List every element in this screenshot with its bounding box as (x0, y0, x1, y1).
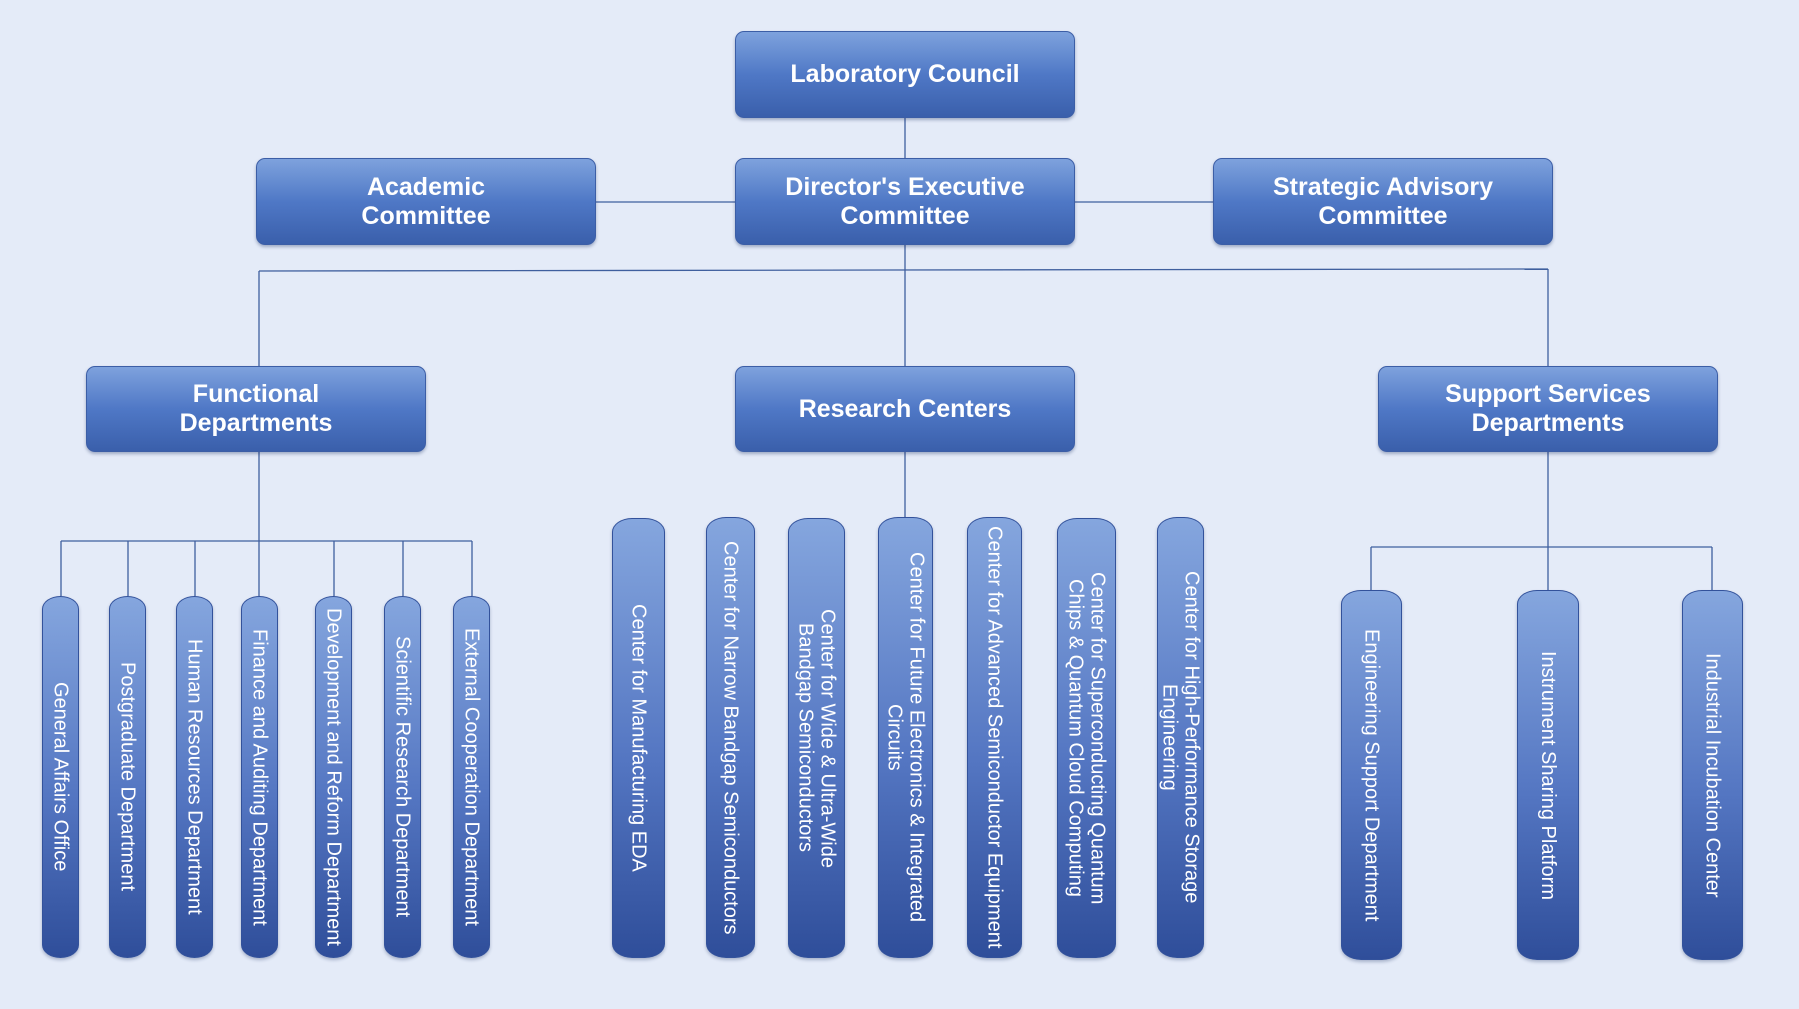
research-center-label: Center for Advanced Semiconductor Equipm… (983, 526, 1006, 949)
functional-unit-pill[interactable]: Scientific Research Department (384, 596, 421, 958)
functional-unit-pill[interactable]: Finance and Auditing Department (241, 596, 278, 958)
directors-executive-committee-label: Director's Executive Committee (785, 172, 1025, 230)
functional-unit-pill[interactable]: General Affairs Office (42, 596, 79, 958)
support-unit-label: Instrument Sharing Platform (1537, 650, 1559, 900)
laboratory-council-box[interactable]: Laboratory Council (735, 31, 1075, 118)
research-center-pill[interactable]: Center for Future Electronics & Integrat… (878, 517, 933, 958)
support-unit-pill[interactable]: Instrument Sharing Platform (1517, 590, 1579, 960)
research-center-pill[interactable]: Center for Wide & Ultra-Wide Bandgap Sem… (788, 518, 845, 958)
strategic-advisory-committee-box[interactable]: Strategic Advisory Committee (1213, 158, 1553, 245)
research-center-pill[interactable]: Center for High-Performance Storage Engi… (1157, 517, 1204, 958)
research-center-label: Center for Superconducting Quantum Chips… (1064, 571, 1109, 905)
functional-unit-pill[interactable]: Human Resources Department (176, 596, 213, 958)
support-unit-label: Industrial Incubation Center (1701, 652, 1724, 898)
research-centers-box[interactable]: Research Centers (735, 366, 1075, 452)
functional-unit-label: Postgraduate Department (116, 662, 139, 892)
support-unit-label: Engineering Support Department (1360, 628, 1383, 922)
research-center-label: Center for Future Electronics & Integrat… (883, 552, 928, 923)
functional-unit-label: External Cooperation Department (460, 628, 483, 926)
research-center-label: Center for Narrow Bandgap Semiconductors (719, 540, 742, 935)
research-center-label: Center for Wide & Ultra-Wide Bandgap Sem… (794, 608, 839, 868)
functional-departments-box[interactable]: Functional Departments (86, 366, 426, 452)
functional-unit-pill[interactable]: External Cooperation Department (453, 596, 490, 958)
support-services-departments-label: Support Services Departments (1445, 380, 1651, 437)
research-center-pill[interactable]: Center for Superconducting Quantum Chips… (1057, 518, 1116, 958)
directors-executive-committee-box[interactable]: Director's Executive Committee (735, 158, 1075, 245)
research-center-label: Center for High-Performance Storage Engi… (1158, 571, 1203, 904)
support-unit-pill[interactable]: Industrial Incubation Center (1682, 590, 1743, 960)
functional-unit-label: General Affairs Office (49, 682, 72, 872)
functional-unit-pill[interactable]: Postgraduate Department (109, 596, 146, 958)
laboratory-council-label: Laboratory Council (790, 60, 1020, 88)
research-center-pill[interactable]: Center for Narrow Bandgap Semiconductors (706, 517, 755, 958)
research-center-label: Center for Manufacturing EDA (627, 604, 650, 872)
research-centers-label: Research Centers (798, 394, 1012, 423)
support-unit-pill[interactable]: Engineering Support Department (1341, 590, 1402, 960)
functional-unit-label: Finance and Auditing Department (248, 628, 271, 926)
academic-committee-label: Academic Committee (361, 172, 491, 230)
academic-committee-box[interactable]: Academic Committee (256, 158, 596, 245)
functional-departments-label: Functional Departments (179, 380, 333, 437)
research-center-pill[interactable]: Center for Manufacturing EDA (612, 518, 665, 958)
support-services-departments-box[interactable]: Support Services Departments (1378, 366, 1718, 452)
functional-unit-label: Development and Reform Department (322, 608, 345, 946)
functional-unit-label: Scientific Research Department (391, 636, 414, 918)
functional-unit-label: Human Resources Department (183, 639, 206, 915)
functional-unit-pill[interactable]: Development and Reform Department (315, 596, 352, 958)
strategic-advisory-committee-label: Strategic Advisory Committee (1273, 172, 1493, 230)
research-center-pill[interactable]: Center for Advanced Semiconductor Equipm… (967, 517, 1022, 958)
